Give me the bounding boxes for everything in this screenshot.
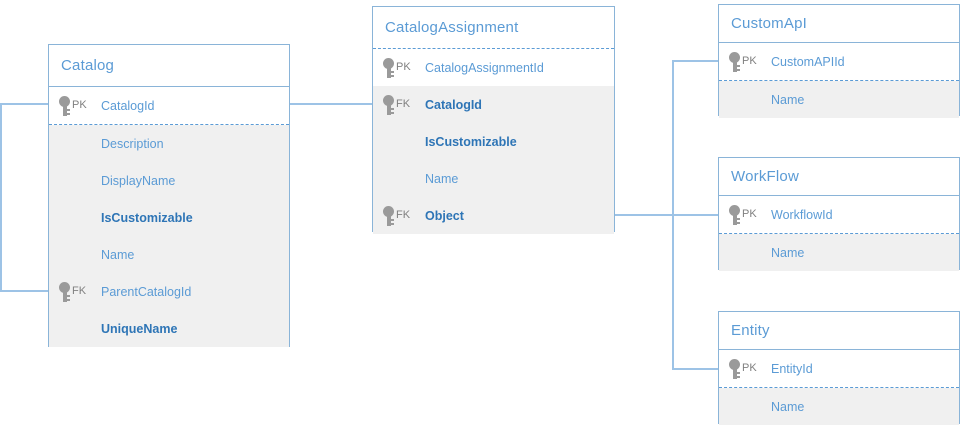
attribute-row[interactable]: Name (49, 236, 289, 273)
foreign-key-icon (383, 205, 394, 226)
attribute-name: DisplayName (101, 173, 176, 188)
connector-trunk-to-workflow (672, 214, 718, 216)
attribute-name: IsCustomizable (425, 134, 517, 149)
connector-catalog-to-catalogassignment (290, 103, 372, 105)
entity-title-text: Catalog (61, 57, 115, 74)
primary-key-icon (729, 358, 740, 379)
foreign-key-icon (383, 94, 394, 115)
connector-catalog-self-bottom (0, 290, 48, 292)
connector-trunk-to-entity (672, 368, 718, 370)
attribute-row[interactable]: Name (719, 81, 959, 118)
entity-pk-section-workflow: PK WorkflowId (719, 196, 959, 234)
attribute-name: Name (771, 92, 805, 107)
attribute-row[interactable]: PK CatalogAssignmentId (373, 49, 614, 86)
primary-key-icon (729, 51, 740, 72)
attribute-name: Object (425, 208, 464, 223)
attribute-row[interactable]: Name (719, 388, 959, 425)
entity-table-entity[interactable]: Entity PK EntityId Name (718, 311, 960, 425)
entity-pk-section-entity: PK EntityId (719, 350, 959, 388)
entity-table-catalogassignment[interactable]: CatalogAssignment PK CatalogAssignmentId… (372, 6, 615, 234)
attribute-row[interactable]: FK ParentCatalogId (49, 273, 289, 310)
attribute-name: Name (425, 171, 459, 186)
entity-attributes-workflow: Name (719, 234, 959, 271)
attribute-row[interactable]: FK CatalogId (373, 86, 614, 123)
key-label: PK (742, 55, 757, 67)
attribute-row[interactable]: Name (719, 234, 959, 271)
key-cell: FK (373, 94, 425, 115)
key-cell: PK (49, 95, 101, 116)
entity-attributes-catalog: Description DisplayName IsCustomizable N… (49, 125, 289, 347)
attribute-row[interactable]: PK CustomAPIId (719, 43, 959, 80)
attribute-name: IsCustomizable (101, 210, 193, 225)
key-cell: FK (49, 281, 101, 302)
entity-table-workflow[interactable]: WorkFlow PK WorkflowId Name (718, 157, 960, 271)
attribute-name: CatalogAssignmentId (425, 60, 544, 75)
key-label: FK (72, 285, 87, 297)
entity-title-text: CustomApI (731, 15, 807, 32)
key-label: PK (742, 362, 757, 374)
entity-title-workflow: WorkFlow (719, 158, 959, 196)
attribute-name: Description (101, 136, 164, 151)
entity-pk-section-catalog: PK CatalogId (49, 87, 289, 125)
connector-catalog-self-left (0, 103, 2, 292)
primary-key-icon (383, 57, 394, 78)
connector-object-stub (615, 214, 674, 216)
attribute-row[interactable]: PK CatalogId (49, 87, 289, 124)
attribute-row[interactable]: IsCustomizable (373, 123, 614, 160)
attribute-name: Name (771, 399, 805, 414)
attribute-row[interactable]: DisplayName (49, 162, 289, 199)
key-label: FK (396, 209, 411, 221)
entity-title-text: CatalogAssignment (385, 19, 519, 36)
key-cell: PK (719, 51, 771, 72)
entity-attributes-customapi: Name (719, 81, 959, 118)
entity-title-text: Entity (731, 322, 770, 339)
attribute-name: Name (101, 247, 135, 262)
attribute-row[interactable]: PK EntityId (719, 350, 959, 387)
entity-title-customapi: CustomApI (719, 5, 959, 43)
connector-trunk-to-customapi (672, 60, 718, 62)
attribute-name: CatalogId (101, 98, 155, 113)
attribute-name: ParentCatalogId (101, 284, 192, 299)
attribute-row[interactable]: IsCustomizable (49, 199, 289, 236)
attribute-name: CatalogId (425, 97, 482, 112)
entity-title-catalogassignment: CatalogAssignment (373, 7, 614, 49)
key-cell: PK (373, 57, 425, 78)
key-cell: FK (373, 205, 425, 226)
attribute-name: UniqueName (101, 321, 178, 336)
key-label: PK (72, 99, 87, 111)
attribute-name: Name (771, 245, 805, 260)
primary-key-icon (729, 204, 740, 225)
entity-table-customapi[interactable]: CustomApI PK CustomAPIId Name (718, 4, 960, 118)
entity-table-catalog[interactable]: Catalog PK CatalogId Description Display… (48, 44, 290, 347)
key-cell: PK (719, 358, 771, 379)
entity-title-catalog: Catalog (49, 45, 289, 87)
connector-catalog-self-top (0, 103, 48, 105)
attribute-row[interactable]: FK Object (373, 197, 614, 234)
entity-attributes-entity: Name (719, 388, 959, 425)
entity-pk-section-customapi: PK CustomAPIId (719, 43, 959, 81)
attribute-name: EntityId (771, 361, 813, 376)
foreign-key-icon (59, 281, 70, 302)
key-label: PK (742, 208, 757, 220)
attribute-row[interactable]: PK WorkflowId (719, 196, 959, 233)
entity-attributes-catalogassignment: FK CatalogId IsCustomizable Name FK Obje… (373, 86, 614, 234)
key-label: FK (396, 98, 411, 110)
entity-pk-section-catalogassignment: PK CatalogAssignmentId (373, 49, 614, 86)
entity-title-text: WorkFlow (731, 168, 799, 185)
primary-key-icon (59, 95, 70, 116)
key-label: PK (396, 61, 411, 73)
entity-title-entity: Entity (719, 312, 959, 350)
attribute-row[interactable]: Description (49, 125, 289, 162)
attribute-name: WorkflowId (771, 207, 833, 222)
attribute-name: CustomAPIId (771, 54, 845, 69)
attribute-row[interactable]: UniqueName (49, 310, 289, 347)
key-cell: PK (719, 204, 771, 225)
attribute-row[interactable]: Name (373, 160, 614, 197)
